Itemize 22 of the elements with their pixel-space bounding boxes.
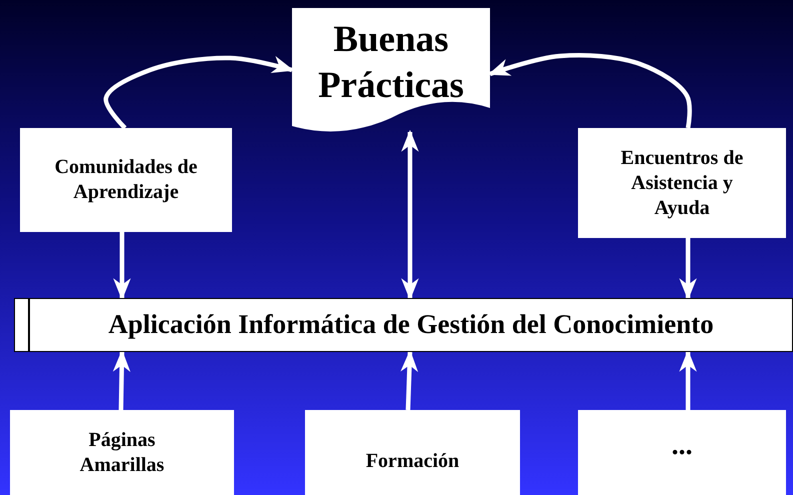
node-label: Buenas Prácticas [317,18,465,108]
document-shape [292,8,490,132]
process-box [305,410,520,495]
arrow [679,350,697,410]
arrow [104,56,294,130]
node-label: Comunidades de Aprendizaje [54,155,198,205]
arrow [401,130,419,300]
arrow [679,238,697,300]
process-box [20,128,232,232]
application-bar [14,298,793,352]
node-label: Formación [366,449,460,474]
node-label: Encuentros de Asistencia y Ayuda [620,146,744,220]
node-label: ... [672,429,692,463]
process-box [578,410,786,495]
node-label: Aplicación Informática de Gestión del Conocimiento [108,308,714,342]
process-box [578,128,786,238]
arrow [488,53,692,128]
arrow [112,350,130,410]
process-box [10,410,234,495]
node-label: Páginas Amarillas [78,428,166,478]
arrow [400,350,418,410]
arrow [113,232,131,300]
